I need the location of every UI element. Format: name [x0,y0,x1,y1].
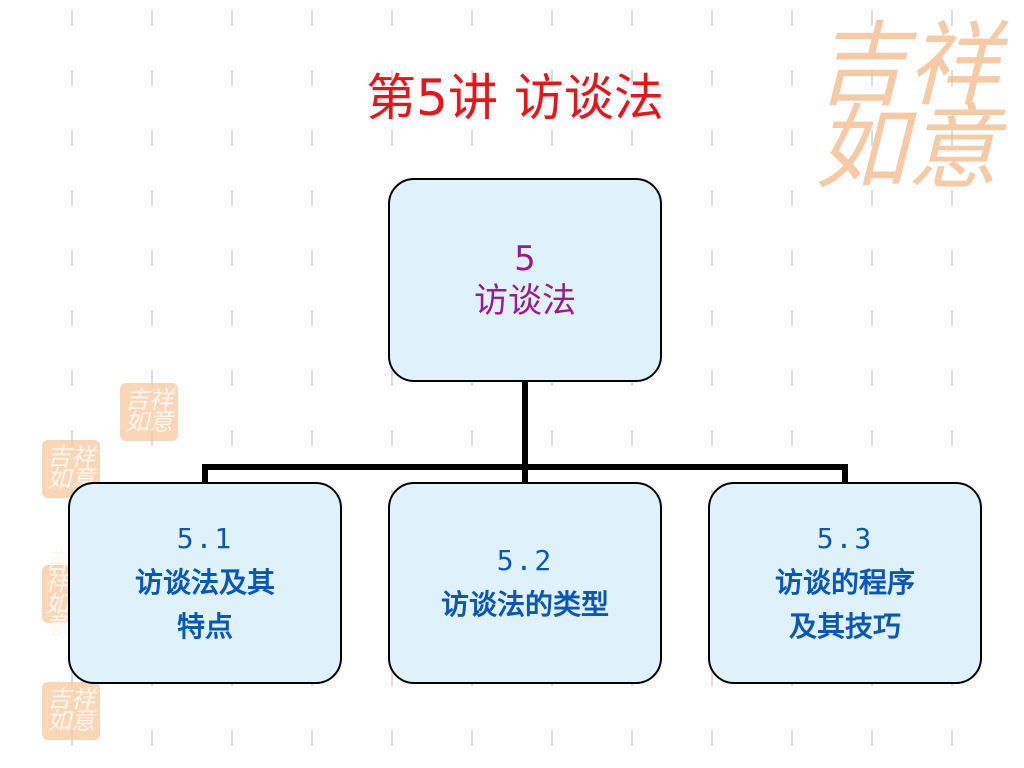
decorative-seal-small: 吉祥如意 [42,682,100,740]
node-label-line-1: 访谈法的类型 [440,588,609,621]
node-label-line-1: 访谈法及其 [134,566,275,599]
diagram-node-5-2: 5.2 访谈法的类型 [388,482,662,684]
diagram-node-root: 5 访谈法 [388,178,662,382]
node-number: 5.1 [176,522,234,555]
node-label: 访谈法 [474,281,576,321]
node-label-line-2: 特点 [176,610,233,643]
diagram-node-5-1: 5.1 访谈法及其 特点 [68,482,342,684]
node-label-line-1: 访谈的程序 [774,566,915,599]
node-number: 5.2 [496,544,554,577]
decorative-seal-small: 吉祥如意 [120,383,178,441]
diagram-node-5-3: 5.3 访谈的程序 及其技巧 [708,482,982,684]
node-label-line-2: 及其技巧 [788,610,901,643]
decorative-seal-large: 吉祥如意 [814,11,999,202]
slide-title: 第5讲 访谈法 [366,69,664,127]
node-number: 5 [514,239,536,279]
node-number: 5.3 [816,522,874,555]
